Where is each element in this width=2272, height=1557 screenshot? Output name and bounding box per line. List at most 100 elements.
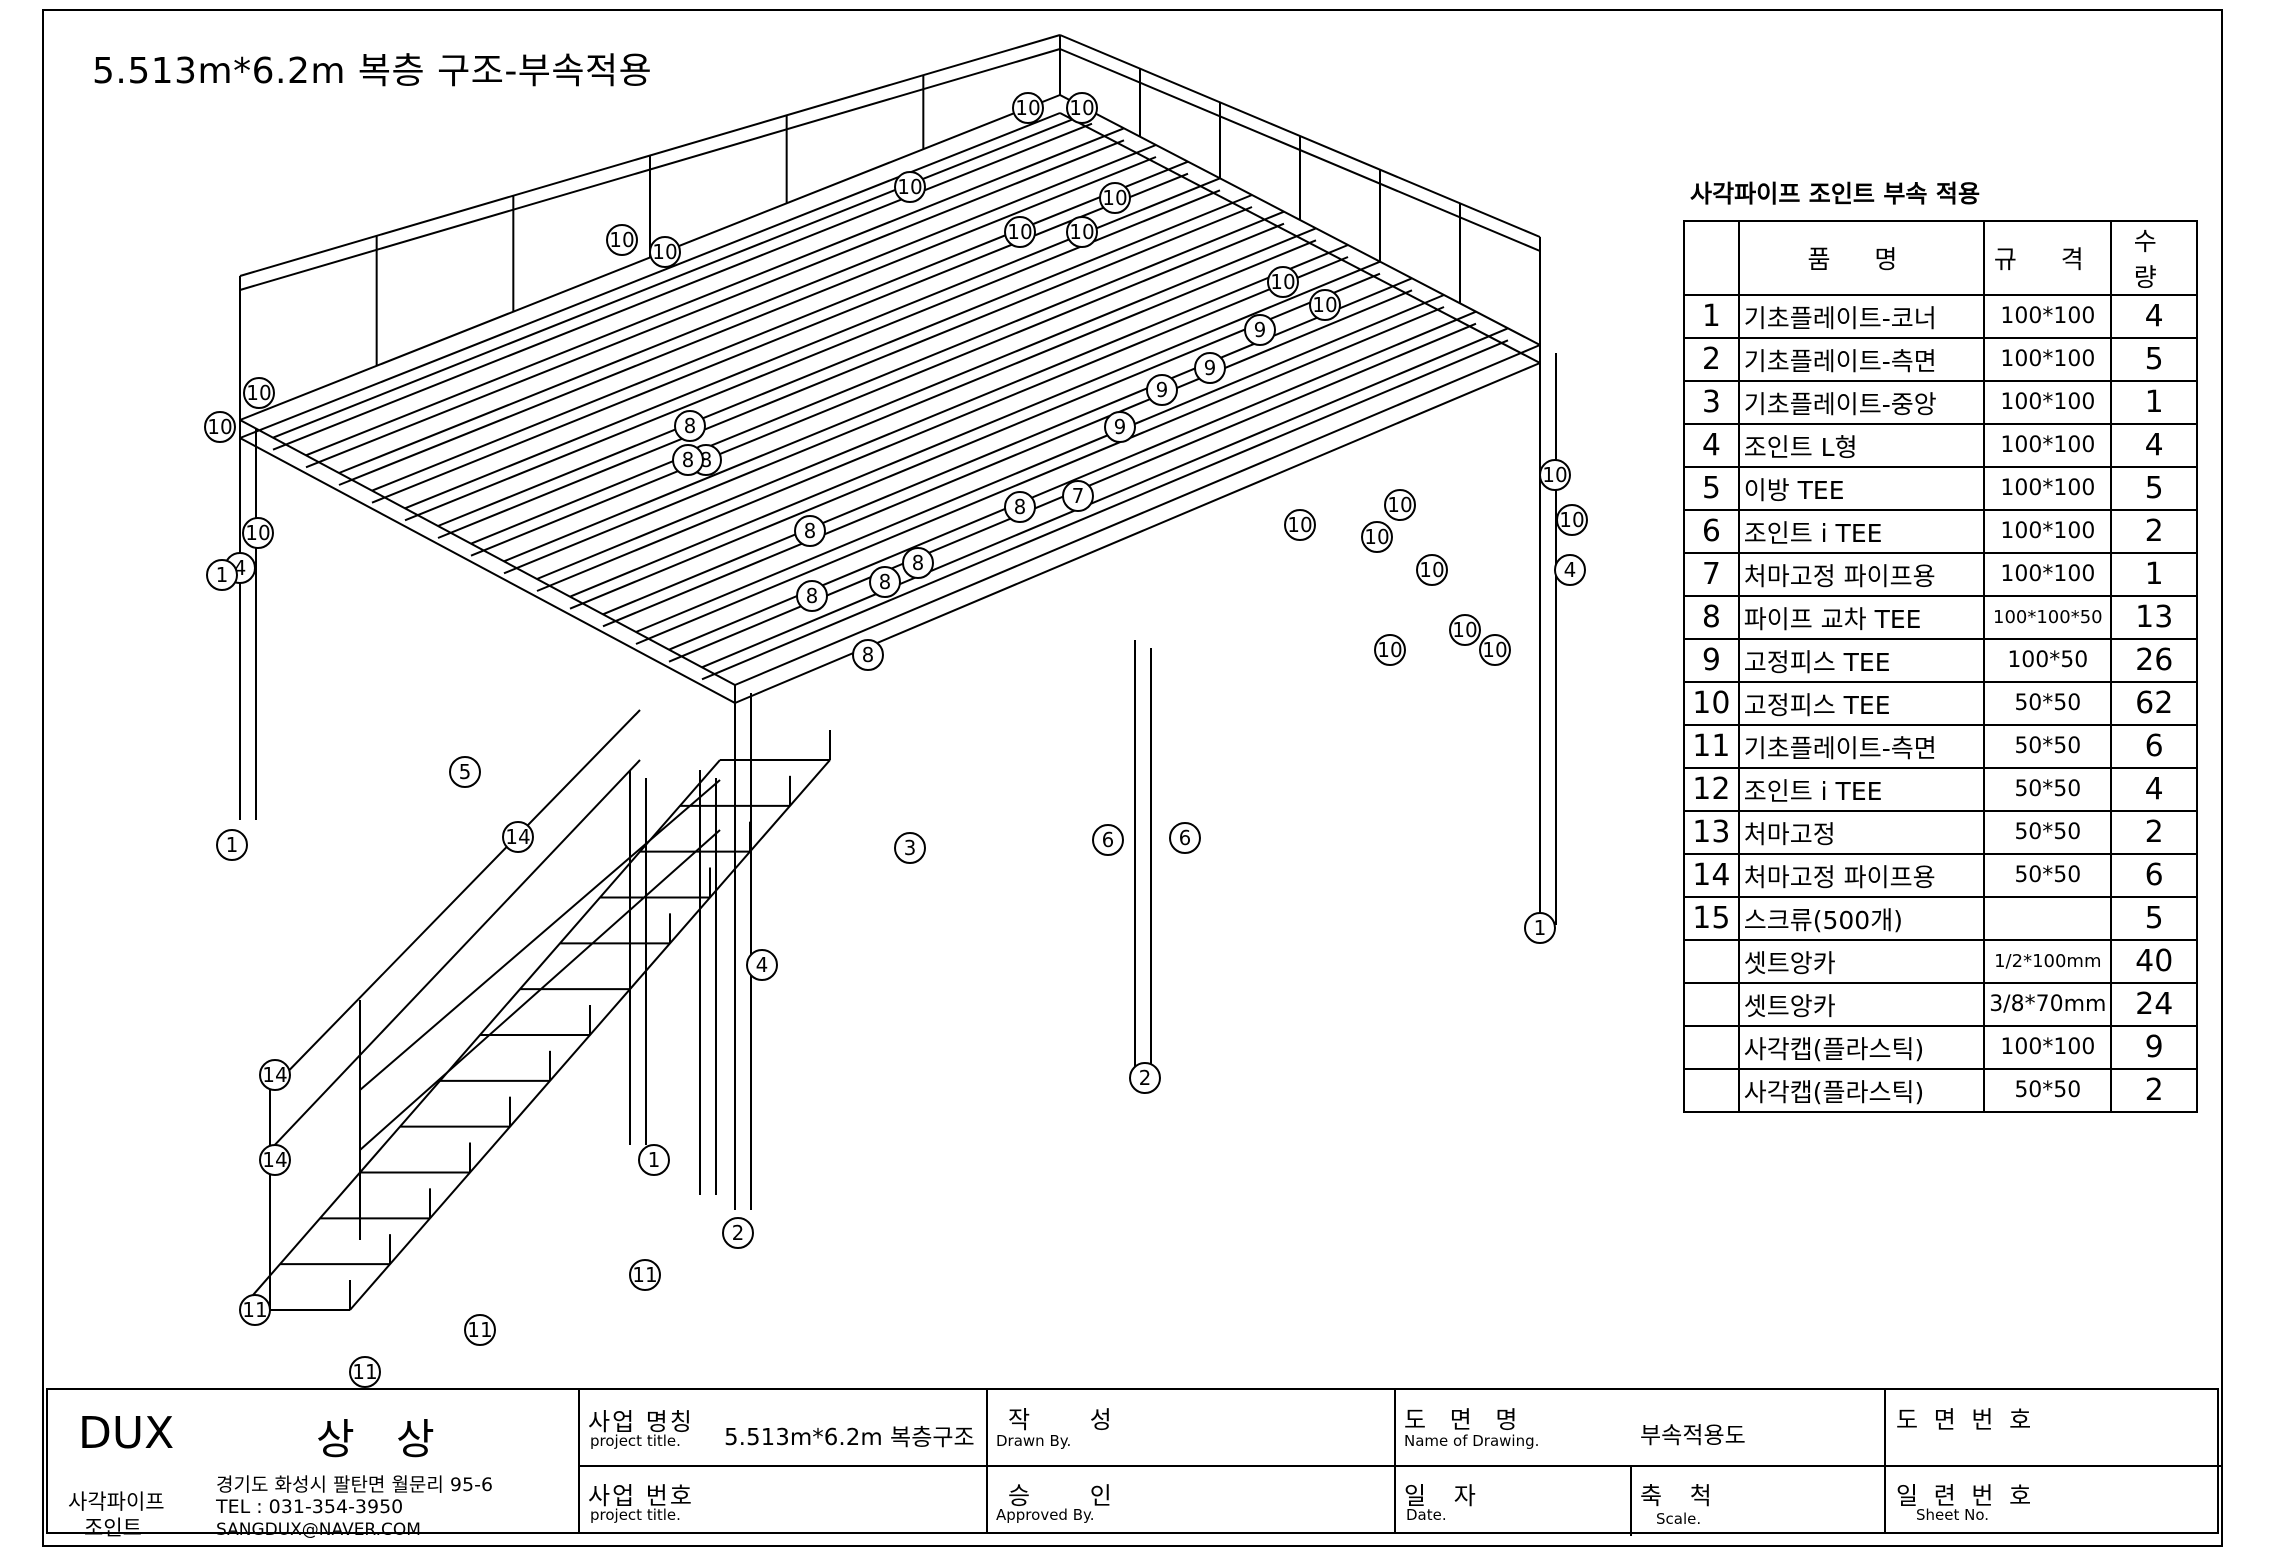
callout-label: 10 (246, 381, 271, 405)
row-spec: 50*50 (1983, 1068, 2113, 1113)
row-name: 파이프 교차 TEE (1737, 595, 1986, 640)
part-callout: 10 (1284, 509, 1316, 541)
page-title: 5.513m*6.2m 복층 구조-부속적용 (92, 51, 653, 92)
row-spec: 100*100 (1983, 466, 2113, 511)
part-callout: 10 (894, 171, 926, 203)
header-name: 품 명 (1737, 220, 1986, 296)
part-callout: 10 (1309, 289, 1341, 321)
callout-label: 4 (756, 953, 769, 977)
part-callout: 7 (1062, 480, 1094, 512)
row-spec: 1/2*100mm (1983, 939, 2113, 984)
drawn-by-label: 작 성 (1008, 1406, 1138, 1434)
row-spec (1983, 896, 2113, 941)
row-no (1683, 982, 1740, 1027)
part-callout: 2 (1129, 1062, 1161, 1094)
row-no (1683, 1025, 1740, 1070)
part-callout: 6 (1092, 824, 1124, 856)
callout-label: 10 (897, 175, 922, 199)
row-no: 9 (1683, 638, 1740, 683)
callout-label: 10 (1452, 618, 1477, 642)
part-callout: 10 (1416, 554, 1448, 586)
part-callout: 2 (722, 1217, 754, 1249)
row-qty: 13 (2110, 595, 2198, 640)
callout-label: 10 (652, 240, 677, 264)
row-spec: 100*100 (1983, 294, 2113, 339)
callout-label: 3 (904, 836, 917, 860)
row-spec: 100*100 (1983, 423, 2113, 468)
row-name: 고정피스 TEE (1737, 681, 1986, 726)
part-callout: 9 (1244, 314, 1276, 346)
part-callout: 14 (259, 1059, 291, 1091)
part-callout: 11 (349, 1356, 381, 1388)
row-qty: 5 (2110, 466, 2198, 511)
part-callout: 10 (1066, 216, 1098, 248)
callout-label: 10 (1007, 220, 1032, 244)
row-qty: 1 (2110, 552, 2198, 597)
callout-label: 14 (262, 1148, 287, 1172)
row-qty: 2 (2110, 509, 2198, 554)
row-name: 고정피스 TEE (1737, 638, 1986, 683)
part-callout: 11 (239, 1294, 271, 1326)
callout-label: 8 (684, 414, 697, 438)
part-callout: 8 (796, 580, 828, 612)
part-callout: 6 (1169, 822, 1201, 854)
row-spec: 100*100 (1983, 337, 2113, 382)
project-no-label: 사업 번호 (588, 1482, 694, 1510)
row-spec: 100*100 (1983, 380, 2113, 425)
row-no: 12 (1683, 767, 1740, 812)
date-label-en: Date. (1406, 1506, 1447, 1524)
part-callout: 4 (1554, 554, 1586, 586)
drawing-frame (42, 9, 2223, 1547)
row-name: 기초플레이트-중앙 (1737, 380, 1986, 425)
row-no: 2 (1683, 337, 1740, 382)
part-callout: 8 (852, 639, 884, 671)
callout-label: 1 (1534, 916, 1547, 940)
row-name: 기초플레이트-코너 (1737, 294, 1986, 339)
row-qty: 4 (2110, 767, 2198, 812)
row-qty: 2 (2110, 810, 2198, 855)
approved-by-label-en: Approved By. (996, 1506, 1095, 1524)
drawing-name-value: 부속적용도 (1640, 1423, 1746, 1449)
callout-label: 9 (1156, 378, 1169, 402)
header-no (1683, 220, 1740, 296)
part-callout: 10 (242, 517, 274, 549)
parts-table-header: 품 명 규 격 수 량 (1683, 220, 2198, 296)
scale-label-en: Scale. (1656, 1510, 1702, 1528)
row-qty: 5 (2110, 337, 2198, 382)
callout-label: 6 (1179, 826, 1192, 850)
project-name-value: 5.513m*6.2m 복층구조 (724, 1425, 975, 1451)
row-name: 셋트앙카 (1737, 982, 1986, 1027)
approved-by-label: 승 인 (1008, 1482, 1138, 1510)
row-spec: 50*50 (1983, 767, 2113, 812)
part-callout: 10 (1361, 521, 1393, 553)
row-name: 처마고정 파이프용 (1737, 853, 1986, 898)
row-no (1683, 939, 1740, 984)
callout-label: 10 (1069, 96, 1094, 120)
row-spec: 100*100 (1983, 1025, 2113, 1070)
row-no: 10 (1683, 681, 1740, 726)
row-qty: 6 (2110, 853, 2198, 898)
row-qty: 1 (2110, 380, 2198, 425)
row-no: 11 (1683, 724, 1740, 769)
callout-label: 7 (1072, 484, 1085, 508)
sheet-number-label-en: Sheet No. (1916, 1506, 1990, 1524)
callout-label: 9 (1254, 318, 1267, 342)
callout-label: 11 (467, 1318, 492, 1342)
callout-label: 8 (879, 570, 892, 594)
drawn-by-label-en: Drawn By. (996, 1432, 1072, 1450)
row-no (1683, 1068, 1740, 1113)
row-name: 처마고정 (1737, 810, 1986, 855)
row-name: 사각캡(플라스틱) (1737, 1068, 1986, 1113)
drawing-number-label: 도 면 번 호 (1896, 1406, 2036, 1434)
part-callout: 8 (1004, 491, 1036, 523)
callout-label: 1 (648, 1148, 661, 1172)
part-callout: 10 (1066, 92, 1098, 124)
